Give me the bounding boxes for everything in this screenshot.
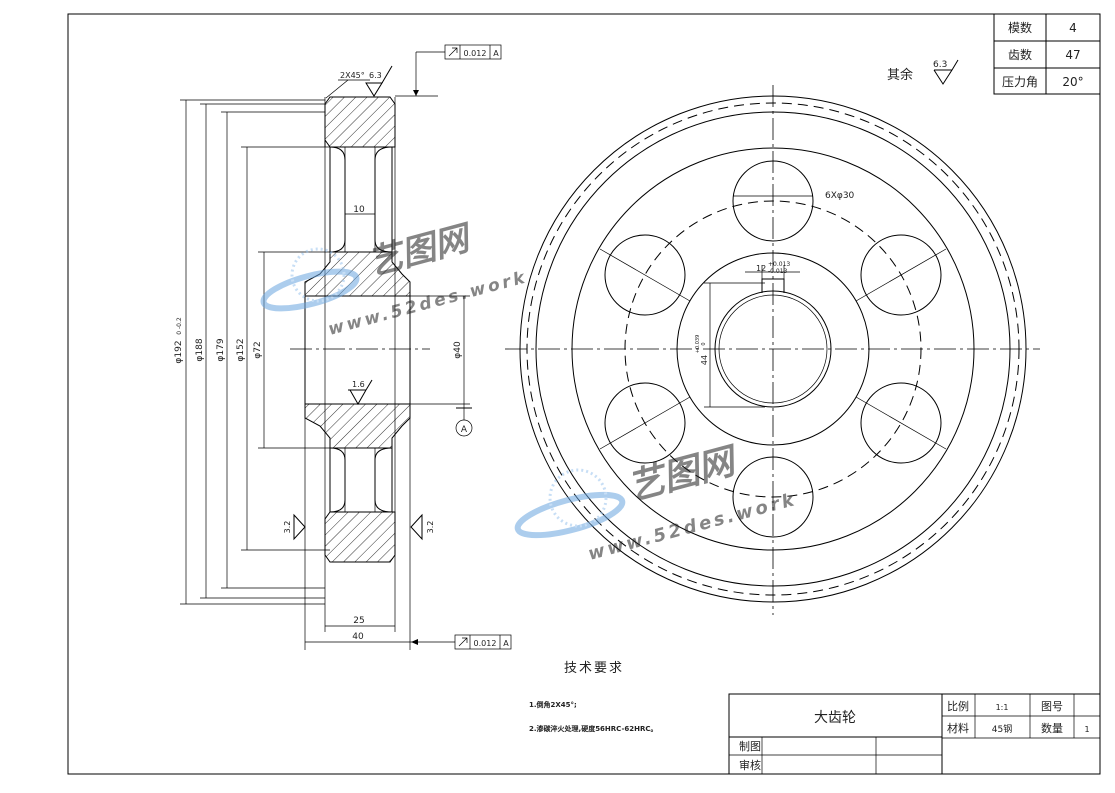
- keyway-depth-upper: +0.039: [695, 335, 701, 354]
- dim-rim-width: 25: [353, 616, 364, 626]
- runout-tolerance-top: 0.012 A: [395, 44, 502, 97]
- roughness-symbol-icon: [349, 389, 367, 406]
- dim-web-width: 10: [353, 205, 365, 215]
- bore-roughness: 1.6: [352, 380, 365, 389]
- lightening-hole: [604, 382, 686, 464]
- watermark-brand: 艺图网: [624, 440, 744, 509]
- part-name: 大齿轮: [814, 710, 856, 726]
- drawn-by-label: 制图: [739, 740, 761, 753]
- chamfer-callout: 2X45°: [340, 71, 365, 80]
- roughness-symbol-icon: [933, 59, 959, 85]
- checked-by-label: 审核: [739, 758, 761, 772]
- keyway-width-upper: +0.013: [768, 261, 790, 268]
- watermark-swoosh-icon: [260, 268, 360, 312]
- runout-arrow-icon: [448, 47, 458, 57]
- keyway-width: 12: [756, 264, 766, 273]
- title-block: 大齿轮 比例 1:1 图号 材料 45钢 数量 1 制图 审核: [728, 693, 1101, 775]
- runout-bottom-value: 0.012: [474, 639, 497, 648]
- holes-callout: 6Xφ30: [825, 191, 855, 201]
- dim-d188: φ188: [195, 338, 205, 361]
- roughness-symbol-icon: [293, 513, 306, 541]
- lightening-hole: [860, 382, 942, 464]
- runout-arrow-icon: [458, 637, 468, 647]
- module-label: 模数: [1008, 20, 1032, 35]
- keyway-depth-lower: 0: [701, 342, 707, 345]
- quantity-label: 数量: [1041, 722, 1063, 735]
- tech-note-2: 2.渗碳淬火处理,硬度56HRC-62HRC。: [529, 724, 658, 733]
- watermark-2: 艺图网 www.52des.work: [514, 440, 799, 565]
- dim-d40: φ40: [453, 341, 463, 359]
- runout-top-value: 0.012: [464, 49, 487, 58]
- runout-bottom-datum: A: [503, 639, 509, 648]
- face-roughness-right: 3.2: [426, 521, 435, 534]
- dim-d72: φ72: [253, 341, 263, 358]
- dim-hub-width: 40: [352, 632, 364, 642]
- material-value: 45钢: [992, 723, 1012, 735]
- module-value: 4: [1069, 21, 1077, 35]
- diameter-dimension-lines: [180, 99, 470, 605]
- pressure-angle-label: 压力角: [1002, 75, 1038, 89]
- scale-label: 比例: [947, 699, 969, 713]
- technical-requirements: 技术要求 1.倒角2X45°; 2.渗碳淬火处理,硬度56HRC-62HRC。: [529, 661, 658, 733]
- tech-requirements-heading: 技术要求: [564, 661, 624, 676]
- teeth-label: 齿数: [1008, 47, 1032, 62]
- face-roughness-left: 3.2: [283, 521, 292, 534]
- teeth-value: 47: [1065, 48, 1080, 62]
- dim-d192-tolerance: 0 -0.2: [176, 317, 183, 335]
- datum-marker-circle: [455, 419, 473, 437]
- hole-centerlines: [599, 248, 947, 450]
- runout-top-datum: A: [493, 49, 499, 58]
- dim-d152: φ152: [236, 338, 246, 361]
- section-view: φ192 0 -0.2 φ188 φ179 φ152 φ72 φ40 10 25…: [174, 44, 512, 650]
- watermark-swoosh-icon: [514, 491, 626, 539]
- roughness-symbol-icon: [365, 82, 383, 97]
- drawing-border: [67, 13, 1101, 775]
- front-view: 6Xφ30 12 +0.013 -0.013 44 +0.039 0: [505, 85, 1040, 615]
- tech-note-1: 1.倒角2X45°;: [529, 700, 577, 709]
- material-label: 材料: [947, 721, 969, 735]
- gear-parameter-table: 模数 4 齿数 47 压力角 20°: [993, 13, 1101, 95]
- rest-roughness-label: 其余: [887, 67, 913, 83]
- lightening-holes: [604, 160, 942, 538]
- general-roughness-note: 其余 6.3: [887, 59, 959, 85]
- keyway-depth: 44: [700, 355, 709, 365]
- scale-value: 1:1: [996, 703, 1009, 712]
- pressure-angle-value: 20°: [1062, 75, 1083, 89]
- watermark-globe-icon: [548, 468, 608, 528]
- watermark-brand: 艺图网: [364, 217, 478, 283]
- keyway-width-lower: -0.013: [768, 268, 788, 275]
- datum-marker-label: A: [461, 425, 468, 435]
- watermark-globe-icon: [290, 247, 346, 303]
- roughness-symbol-icon: [410, 513, 423, 541]
- dim-d179: φ179: [216, 338, 226, 361]
- lightening-hole: [860, 234, 942, 316]
- dim-d192: φ192: [174, 340, 184, 363]
- quantity-value: 1: [1084, 725, 1089, 734]
- drawing-no-label: 图号: [1041, 700, 1063, 713]
- chamfer-roughness: 6.3: [369, 71, 382, 80]
- rest-roughness-value: 6.3: [933, 60, 947, 70]
- lightening-hole: [604, 234, 686, 316]
- runout-tolerance-bottom: 0.012 A: [410, 634, 512, 650]
